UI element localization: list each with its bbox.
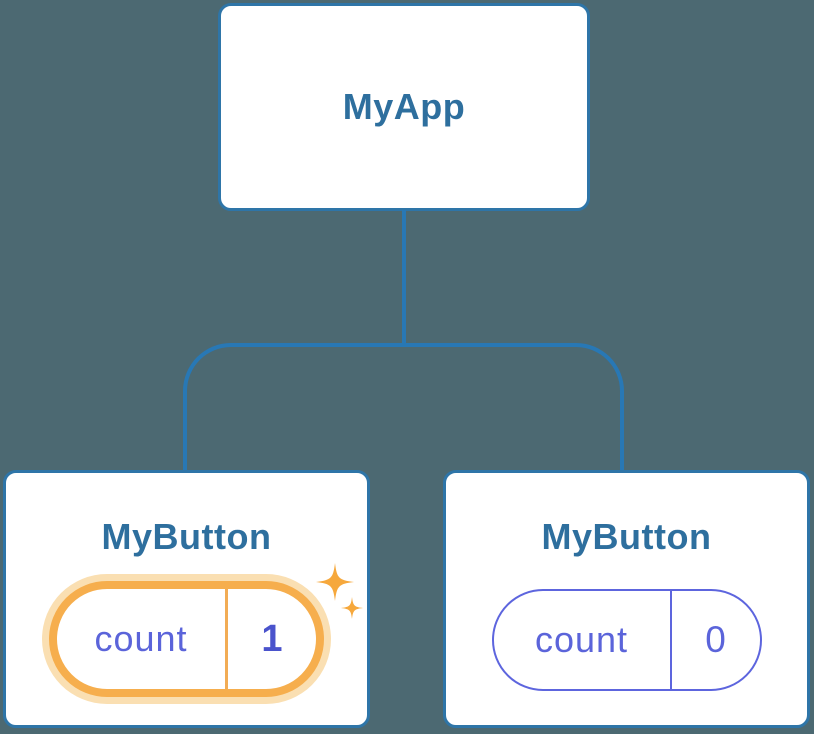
state-pill: count 0 [491,589,762,691]
state-pill-highlighted: count 1 [49,581,324,697]
state-value: 0 [705,619,726,660]
sparkles-icon [316,563,363,619]
state-name-label: count [534,619,629,660]
state-name-label: count [94,618,188,659]
node-label-mybutton-right: MyButton [541,516,712,557]
component-node-mybutton-right: MyButton count 0 [443,470,810,728]
state-pill-divider [669,591,672,689]
component-node-myapp: MyApp [218,3,590,211]
state-pill-divider [225,589,228,689]
connector-stem [402,210,406,345]
connector-bracket [183,343,624,470]
node-label-myapp: MyApp [342,86,466,127]
node-label-mybutton-left: MyButton [101,516,272,557]
state-value: 1 [261,617,283,660]
component-node-mybutton-left: MyButton count 1 [3,470,370,728]
